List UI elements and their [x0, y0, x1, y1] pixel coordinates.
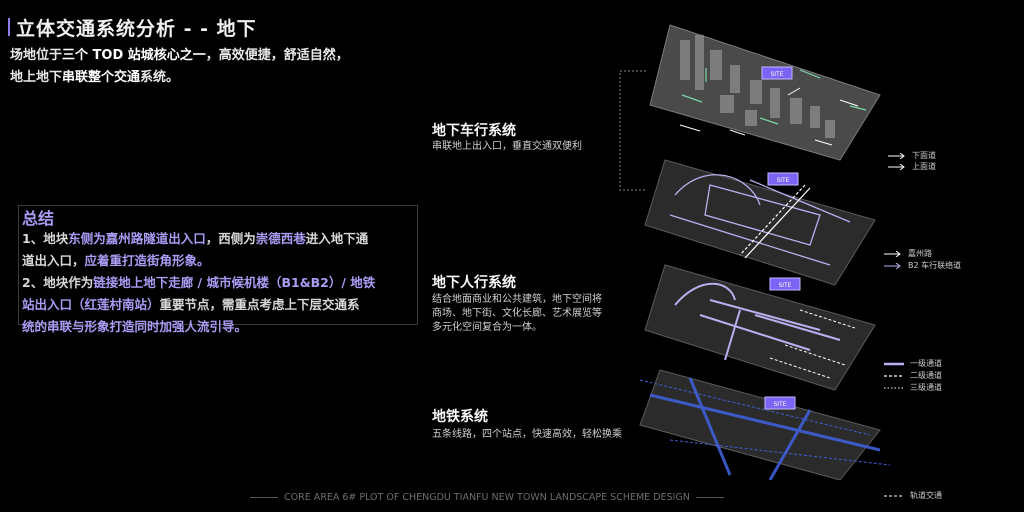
legend-label: 轨道交通	[910, 491, 942, 500]
intro-highlight: 串联整个交通	[62, 70, 141, 85]
legend-ped-3: 三级通道	[884, 382, 942, 393]
site-label-3: SITE	[778, 282, 791, 289]
arrow-right-icon	[888, 152, 905, 159]
summary-highlight: 统的串联与形象打造同时加强人流引导。	[22, 319, 248, 334]
pedestrian-layer: SITE	[644, 264, 876, 391]
arrow-right-icon	[888, 163, 905, 170]
summary-text: 重要节点，需重点考虑上下层交通系	[159, 297, 360, 312]
summary-line-4: 站出入口（红莲村南站）重要节点，需重点考虑上下层交通系	[22, 294, 360, 313]
summary-box	[18, 205, 418, 325]
legend-surface-out: 上面道	[888, 161, 936, 172]
line-dashed-icon	[884, 495, 904, 496]
footer: CORE AREA 6# PLOT OF CHENGDU TIANFU NEW …	[250, 492, 770, 503]
summary-line-1: 1、地块东侧为嘉州路隧道出入口，西侧为崇德西巷进入地下通	[22, 228, 368, 247]
page-title: 立体交通系统分析 - - 地下	[16, 18, 257, 40]
layer-bracket	[619, 70, 646, 191]
intro-line-2: 地上地下串联整个交通系统。	[10, 66, 179, 85]
vehicle-system-desc: 串联地上出入口，垂直交通双便利	[432, 141, 582, 152]
intro-text: 场地位于	[10, 48, 63, 63]
legend-label: 嘉州路	[908, 249, 932, 258]
arrow-right-icon	[884, 250, 901, 257]
legend-label: 一级通道	[910, 359, 942, 368]
summary-text: ，西侧为	[205, 231, 256, 246]
surface-layer: SITE	[649, 24, 881, 161]
footer-rule	[250, 497, 278, 498]
intro-line-1: 场地位于三个 TOD 站城核心之一，高效便捷，舒适自然，	[10, 44, 349, 63]
summary-line-3: 2、地块作为链接地上地下走廊 / 城市候机楼（B1&B2）/ 地铁	[22, 272, 375, 291]
summary-line-2: 道出入口，应着重打造街角形象。	[22, 250, 210, 269]
legend-vehicle-a: 嘉州路	[884, 248, 932, 259]
summary-highlight: 东侧为嘉州路隧道出入口	[68, 231, 206, 246]
metro-system-title: 地铁系统	[432, 409, 488, 425]
legend-ped-1: 一级通道	[884, 358, 942, 369]
metro-system-desc: 五条线路，四个站点，快速高效，轻松换乘	[432, 429, 622, 440]
summary-text: 2、地块作为	[22, 275, 94, 290]
line-dashed-icon	[884, 374, 904, 377]
footer-text: CORE AREA 6# PLOT OF CHENGDU TIANFU NEW …	[284, 492, 690, 503]
vehicle-system-title: 地下车行系统	[432, 123, 516, 139]
summary-text: 道出入口，	[22, 253, 85, 268]
legend-ped-2: 二级通道	[884, 370, 942, 381]
summary-line-5: 统的串联与形象打造同时加强人流引导。	[22, 316, 247, 335]
summary-highlight: 站出入口（红莲村南站）	[22, 297, 160, 312]
arrow-right-icon	[884, 262, 901, 269]
line-solid-icon	[884, 362, 904, 365]
legend-label: 上面道	[912, 162, 936, 171]
site-label-4: SITE	[773, 401, 786, 408]
legend-label: 下面道	[912, 151, 936, 160]
legend-surface-in: 下面道	[888, 150, 936, 161]
intro-text: 系统。	[140, 70, 180, 85]
legend-label: 三级通道	[910, 383, 942, 392]
summary-text: 1、地块	[22, 231, 69, 246]
line-dotted-icon	[884, 387, 904, 388]
intro-highlight: 三个 TOD 站城核心之一	[62, 48, 206, 63]
pedestrian-system-title: 地下人行系统	[432, 275, 516, 291]
site-label-1: SITE	[770, 71, 783, 78]
vehicle-layer: SITE	[644, 159, 876, 286]
summary-highlight: 崇德西巷	[255, 231, 306, 246]
legend-metro: 轨道交通	[884, 490, 942, 501]
footer-rule	[695, 497, 724, 498]
metro-layer: SITE	[639, 369, 891, 480]
legend-vehicle-b: B2 车行联络道	[884, 260, 961, 271]
summary-title: 总结	[22, 209, 55, 228]
legend-label: 二级通道	[910, 371, 942, 380]
site-label-2: SITE	[776, 177, 789, 184]
pedestrian-system-desc: 结合地面商业和公共建筑，地下空间将商场、地下街、文化长廊、艺术展览等多元化空间复…	[432, 294, 602, 333]
summary-highlight: 应着重打造街角形象。	[84, 253, 210, 268]
summary-text: 进入地下通	[305, 231, 369, 246]
layer-diagram: SITE SITE	[639, 24, 891, 480]
legend-label: B2 车行联络道	[908, 261, 962, 270]
intro-text: ，高效便捷，舒适自然，	[205, 48, 349, 63]
intro-text: 地上地下	[10, 70, 63, 85]
title-accent-bar	[8, 18, 10, 36]
summary-highlight: 链接地上地下走廊 / 城市候机楼（B1&B2）/ 地铁	[93, 275, 376, 290]
